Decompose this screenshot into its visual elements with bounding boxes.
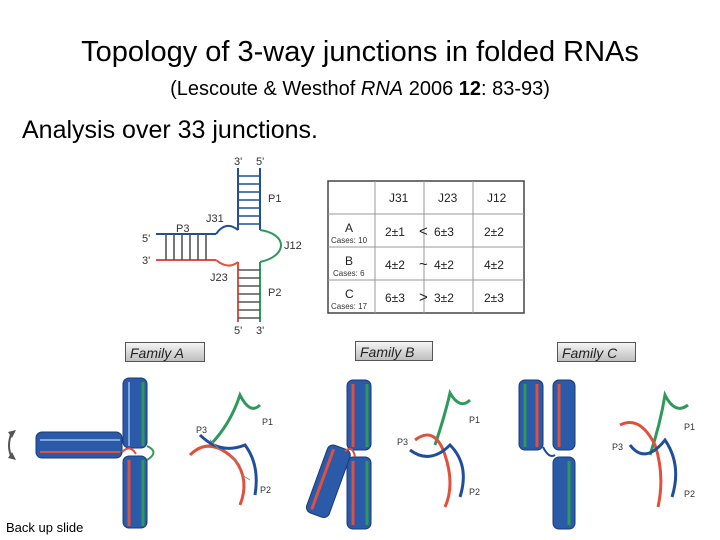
family-c-p1-label: P1 bbox=[684, 422, 695, 432]
family-a-p1-label: P1 bbox=[262, 417, 273, 427]
p1-3prime-label: 3' bbox=[234, 156, 242, 168]
row-c-cases: Cases: 17 bbox=[331, 302, 368, 311]
citation-journal: RNA bbox=[360, 78, 404, 100]
j23-label: J23 bbox=[210, 272, 228, 284]
family-c-cylinder-model bbox=[518, 379, 576, 530]
slide-citation: (Lescoute & Westhof RNA 2006 12: 83-93) bbox=[0, 78, 720, 101]
row-a-j31: 2±1 bbox=[385, 225, 405, 239]
junction-schematic: 3' 5' P1 J31 P3 5' 3' J12 J23 P2 5' 3' bbox=[142, 156, 302, 337]
family-b-3d-structure: P1 P2 P3 bbox=[397, 388, 480, 508]
p2-3prime-label: 3' bbox=[256, 325, 264, 337]
p2-5prime-label: 5' bbox=[234, 325, 242, 337]
family-b-p1-label: P1 bbox=[469, 415, 480, 425]
row-b-relation: ~ bbox=[419, 256, 428, 273]
j12-label: J12 bbox=[284, 240, 302, 252]
row-a-family: A bbox=[345, 221, 353, 235]
row-c-family: C bbox=[345, 287, 354, 301]
family-a-p3-label: P3 bbox=[196, 425, 207, 435]
row-b-family: B bbox=[345, 254, 353, 268]
family-c-label: Family C bbox=[557, 342, 636, 362]
row-b-j31: 4±2 bbox=[385, 258, 405, 272]
row-a-j12: 2±2 bbox=[484, 225, 504, 239]
row-b-j23: 4±2 bbox=[434, 258, 454, 272]
family-b-cylinder-model bbox=[305, 379, 372, 530]
p3-5prime-label: 5' bbox=[142, 233, 150, 245]
family-a-label: Family A bbox=[125, 342, 205, 362]
row-c-j31: 6±3 bbox=[385, 291, 405, 305]
j31-label: J31 bbox=[206, 213, 224, 225]
citation-pages: : 83-93) bbox=[481, 78, 550, 100]
header-j23: J23 bbox=[438, 191, 458, 205]
family-b-label: Family B bbox=[355, 341, 433, 361]
citation-year: 2006 bbox=[403, 78, 459, 100]
row-b-j12: 4±2 bbox=[484, 258, 504, 272]
row-a-relation: < bbox=[419, 223, 428, 240]
row-c-relation: > bbox=[419, 289, 428, 306]
family-a-p2-label: P2 bbox=[260, 485, 271, 495]
row-a-j23: 6±3 bbox=[434, 225, 454, 239]
row-a-cases: Cases: 10 bbox=[331, 236, 368, 245]
header-j12: J12 bbox=[487, 191, 507, 205]
analysis-text: Analysis over 33 junctions. bbox=[22, 116, 318, 144]
family-a-3d-structure: P1 P2 P3 bbox=[188, 391, 273, 506]
row-c-j12: 2±3 bbox=[484, 291, 504, 305]
row-b-cases: Cases: 6 bbox=[333, 269, 365, 278]
citation-prefix: (Lescoute & Westhof bbox=[170, 78, 361, 100]
family-c-p3-label: P3 bbox=[612, 442, 623, 452]
p1-label: P1 bbox=[268, 193, 281, 205]
slide-title: Topology of 3-way junctions in folded RN… bbox=[81, 36, 639, 68]
family-c-p2-label: P2 bbox=[684, 489, 695, 499]
p1-5prime-label: 5' bbox=[256, 156, 264, 168]
header-j31: J31 bbox=[389, 191, 409, 205]
row-c-j23: 3±2 bbox=[434, 291, 454, 305]
p3-3prime-label: 3' bbox=[142, 255, 150, 267]
p2-label: P2 bbox=[268, 287, 281, 299]
backup-slide-note: Back up slide bbox=[6, 520, 84, 535]
family-c-3d-structure: P1 P2 P3 bbox=[612, 390, 695, 508]
family-a-cylinder-model bbox=[8, 377, 155, 529]
citation-volume: 12 bbox=[458, 78, 481, 100]
family-b-p3-label: P3 bbox=[397, 437, 408, 447]
family-b-p2-label: P2 bbox=[469, 487, 480, 497]
junction-length-table: J31 J23 J12 A Cases: 10 2±1 < 6±3 2±2 B … bbox=[327, 180, 525, 314]
p3-label: P3 bbox=[176, 223, 189, 235]
